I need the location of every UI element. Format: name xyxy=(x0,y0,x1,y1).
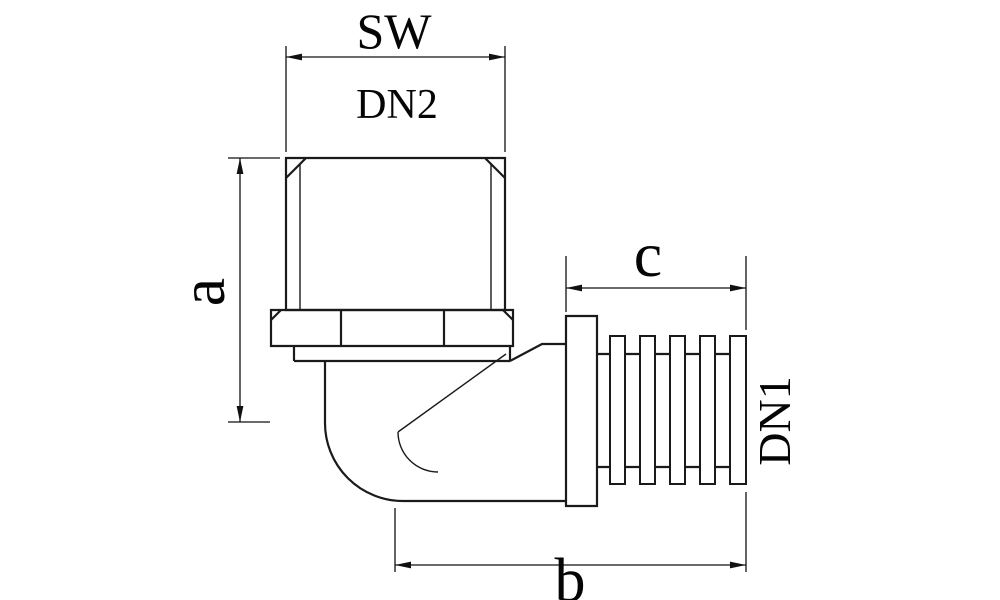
barb-rib xyxy=(669,335,686,485)
dim-label-b: b xyxy=(555,547,586,600)
elbow-transition-lines xyxy=(397,353,507,473)
dimension-a: a xyxy=(167,157,280,423)
b-extension-lines xyxy=(394,492,747,572)
dimension-b: b xyxy=(394,492,747,600)
shoulder-ring xyxy=(292,346,512,363)
barb-rib xyxy=(639,335,656,485)
dim-label-a: a xyxy=(167,278,238,306)
dim-label-sw: SW xyxy=(357,3,433,59)
dimension-dn1: DN1 xyxy=(749,376,800,465)
hex-section xyxy=(269,308,515,348)
dim-label-dn1: DN1 xyxy=(749,376,800,465)
barb-rib xyxy=(609,335,626,485)
elbow-body xyxy=(323,342,566,503)
barb-rib xyxy=(699,335,716,485)
fitting-body xyxy=(269,156,747,508)
dim-label-c: c xyxy=(634,219,662,290)
dimension-c: c xyxy=(565,219,747,330)
flange xyxy=(564,314,599,508)
thread-section xyxy=(284,156,507,312)
shank-end-ring xyxy=(729,335,747,485)
dimension-sw: SW DN2 xyxy=(285,3,506,152)
c-extension-lines xyxy=(565,256,747,330)
thread-root-lines xyxy=(299,164,492,310)
dim-label-dn2: DN2 xyxy=(356,82,438,128)
sw-extension-lines xyxy=(285,46,506,152)
